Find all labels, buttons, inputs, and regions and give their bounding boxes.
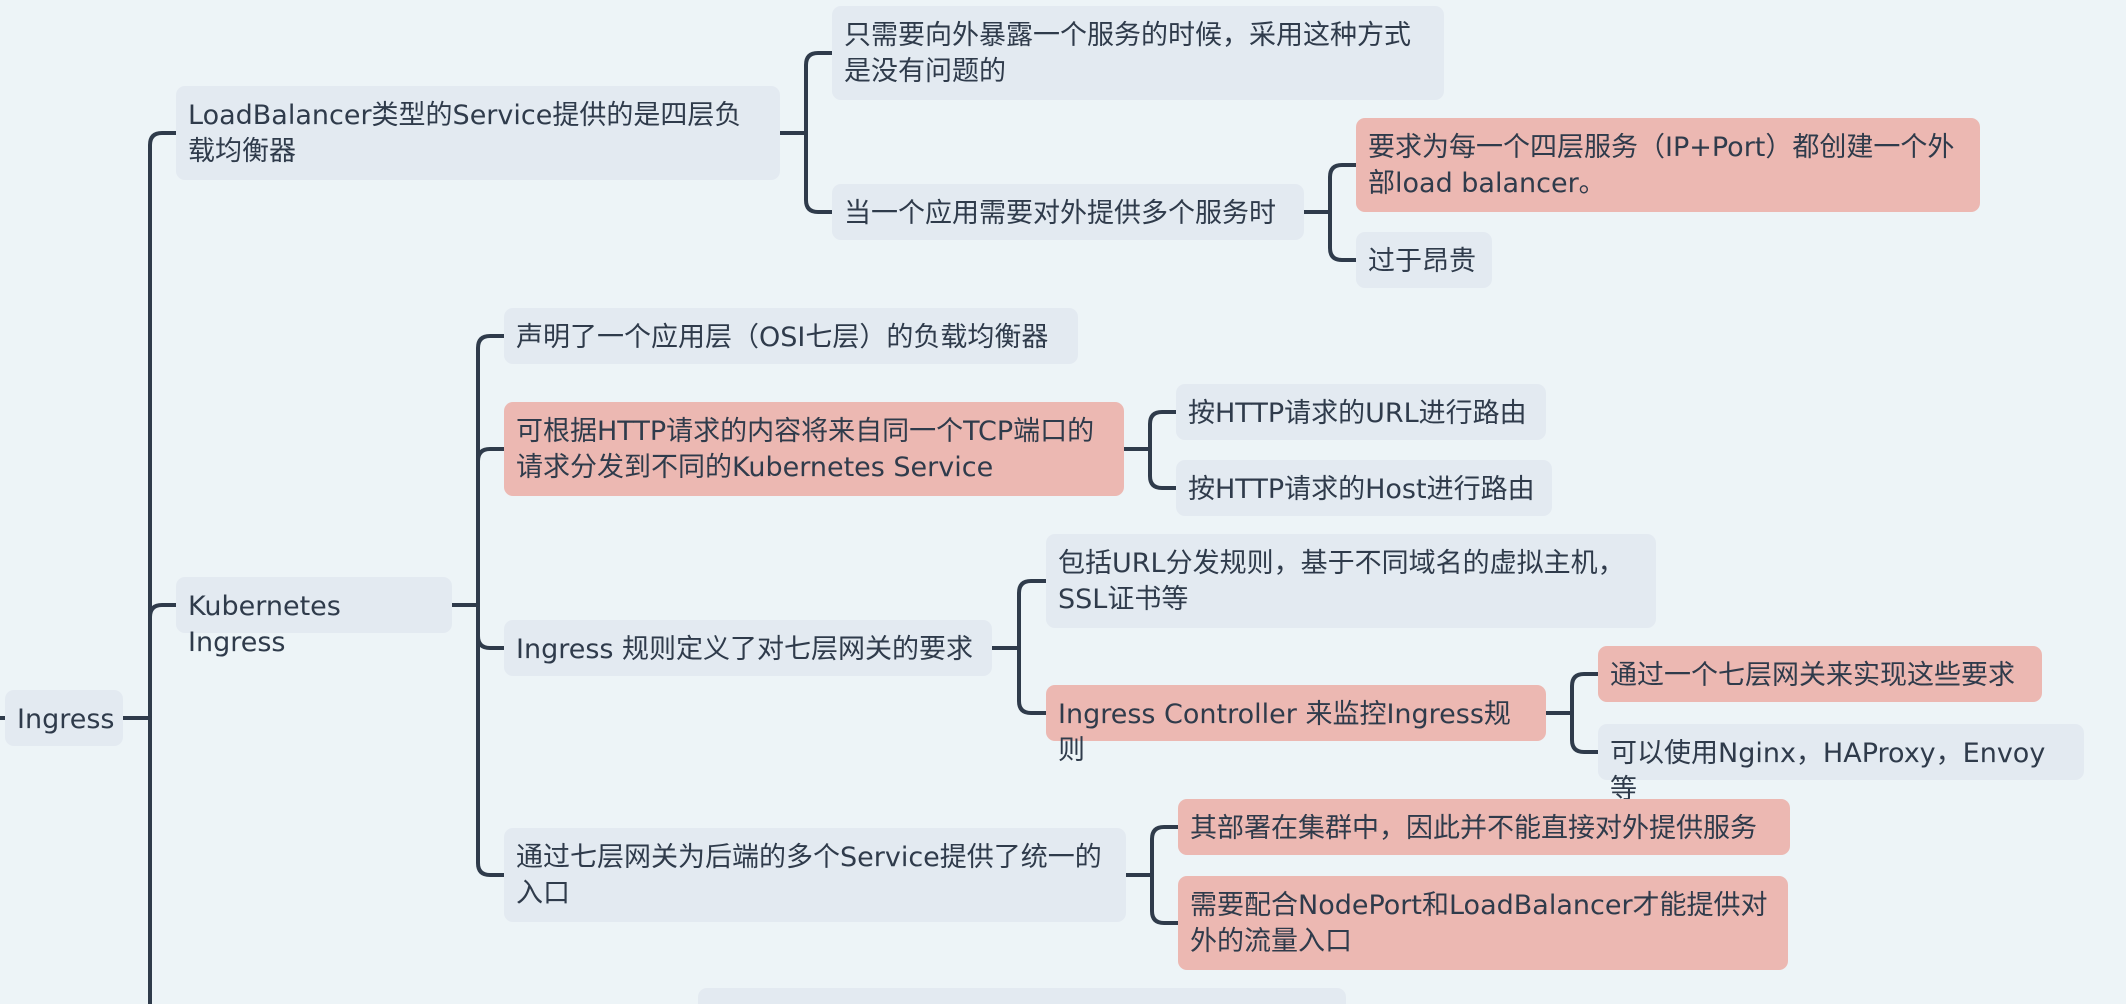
node-root[interactable]: Ingress	[5, 690, 123, 746]
node-gateway-implementation-label: 通过一个七层网关来实现这些要求	[1610, 660, 2015, 691]
unified-entry-branch-0	[1150, 825, 1180, 877]
root-branch-k8s	[148, 603, 178, 720]
node-multiple-services-label: 当一个应用需要对外提供多个服务时	[844, 198, 1276, 229]
node-http-routing[interactable]: 可根据HTTP请求的内容将来自同一个TCP端口的请求分发到不同的Kubernet…	[504, 402, 1124, 496]
http-routing-branch-0	[1148, 410, 1178, 451]
k8s-ingress-branch-0	[476, 334, 506, 607]
lb-service-branch-1	[804, 131, 834, 214]
lb-multi-branch-1	[1328, 210, 1358, 262]
node-route-by-url-label: 按HTTP请求的URL进行路由	[1188, 398, 1527, 429]
node-http-routing-label: 可根据HTTP请求的内容将来自同一个TCP端口的请求分发到不同的Kubernet…	[516, 416, 1095, 483]
ingress-rules-branch-1	[1017, 646, 1048, 715]
node-per-service-load-balancer[interactable]: 要求为每一个四层服务（IP+Port）都创建一个外部load balancer。	[1356, 118, 1980, 212]
node-route-by-host-label: 按HTTP请求的Host进行路由	[1188, 474, 1535, 505]
node-l7-load-balancer-label: 声明了一个应用层（OSI七层）的负载均衡器	[516, 322, 1049, 353]
node-ingress-rules-label: Ingress 规则定义了对七层网关的要求	[516, 634, 974, 665]
unified-entry-branch-1	[1150, 873, 1180, 925]
node-multiple-services[interactable]: 当一个应用需要对外提供多个服务时	[832, 184, 1304, 240]
node-too-expensive-label: 过于昂贵	[1368, 246, 1476, 277]
node-rules-include-label: 包括URL分发规则，基于不同域名的虚拟主机，SSL证书等	[1058, 548, 1625, 615]
lb-service-branch-0	[804, 51, 834, 135]
node-kubernetes-ingress-label: Kubernetes Ingress	[188, 591, 341, 658]
node-rules-include[interactable]: 包括URL分发规则，基于不同域名的虚拟主机，SSL证书等	[1046, 534, 1656, 628]
node-deployed-in-cluster[interactable]: 其部署在集群中，因此并不能直接对外提供服务	[1178, 799, 1790, 855]
node-single-service-label: 只需要向外暴露一个服务的时候，采用这种方式是没有问题的	[844, 20, 1411, 87]
node-gateway-options[interactable]: 可以使用Nginx，HAProxy，Envoy等	[1598, 724, 2084, 805]
node-route-by-host[interactable]: 按HTTP请求的Host进行路由	[1176, 460, 1552, 516]
node-l7-load-balancer[interactable]: 声明了一个应用层（OSI七层）的负载均衡器	[504, 308, 1078, 364]
node-unified-entry-label: 通过七层网关为后端的多个Service提供了统一的入口	[516, 842, 1102, 909]
http-routing-branch-1	[1148, 447, 1178, 490]
node-needs-nodeport-label: 需要配合NodePort和LoadBalancer才能提供对外的流量入口	[1190, 890, 1768, 957]
node-gateway-implementation[interactable]: 通过一个七层网关来实现这些要求	[1598, 646, 2042, 702]
ingress-rules-branch-0	[1017, 579, 1048, 650]
node-loadbalancer-service-label: LoadBalancer类型的Service提供的是四层负载均衡器	[188, 100, 742, 167]
node-per-service-load-balancer-label: 要求为每一个四层服务（IP+Port）都创建一个外部load balancer。	[1368, 132, 1955, 199]
k8s-ingress-branch-3	[476, 603, 506, 877]
k8s-ingress-branch-1	[476, 447, 506, 607]
node-ingress-controller[interactable]: Ingress Controller 来监控Ingress规则	[1046, 685, 1546, 766]
node-single-service[interactable]: 只需要向外暴露一个服务的时候，采用这种方式是没有问题的	[832, 6, 1444, 100]
ingress-controller-branch-0	[1570, 672, 1600, 715]
node-too-expensive[interactable]: 过于昂贵	[1356, 232, 1492, 288]
node-ingress-controller-label: Ingress Controller 来监控Ingress规则	[1058, 699, 1511, 766]
root-branch-lb	[148, 131, 178, 720]
k8s-ingress-branch-2	[476, 603, 506, 650]
node-root-label: Ingress	[17, 704, 115, 735]
ingress-controller-branch-1	[1570, 711, 1600, 754]
node-unified-entry[interactable]: 通过七层网关为后端的多个Service提供了统一的入口	[504, 828, 1126, 922]
node-gateway-options-label: 可以使用Nginx，HAProxy，Envoy等	[1610, 738, 2046, 805]
node-route-by-url[interactable]: 按HTTP请求的URL进行路由	[1176, 384, 1546, 440]
node-loadbalancer-service[interactable]: LoadBalancer类型的Service提供的是四层负载均衡器	[176, 86, 780, 180]
node-deployed-in-cluster-label: 其部署在集群中，因此并不能直接对外提供服务	[1190, 813, 1757, 844]
node-needs-nodeport[interactable]: 需要配合NodePort和LoadBalancer才能提供对外的流量入口	[1178, 876, 1788, 970]
lb-multi-branch-0	[1328, 163, 1358, 214]
node-partial-bottom	[698, 988, 1346, 1004]
node-ingress-rules[interactable]: Ingress 规则定义了对七层网关的要求	[504, 620, 992, 676]
node-kubernetes-ingress[interactable]: Kubernetes Ingress	[176, 577, 452, 658]
